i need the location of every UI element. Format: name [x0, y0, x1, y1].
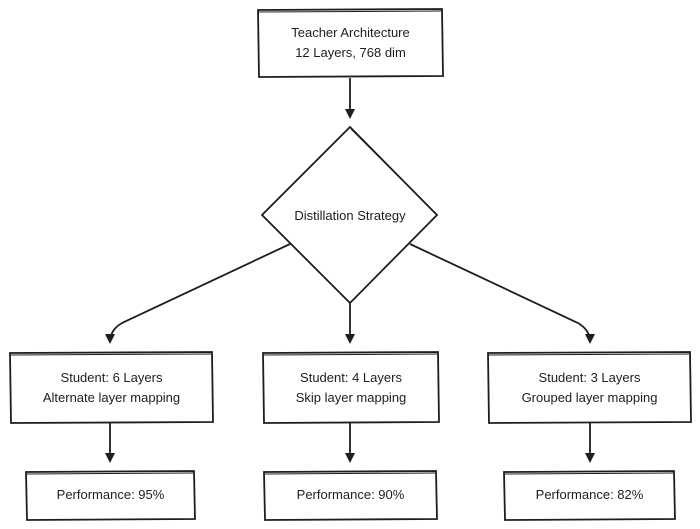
student-4-mapping: Skip layer mapping: [295, 390, 407, 405]
arrow-strategy-to-student-3: [409, 243, 595, 344]
student-3-mapping: Grouped layer mapping: [521, 390, 658, 405]
student-6-title: Student: 6 Layers: [60, 370, 163, 385]
strategy-label: Distillation Strategy: [294, 208, 406, 223]
performance-box-95: [25, 470, 196, 521]
performance-82-label: Performance: 82%: [535, 487, 644, 502]
student-box-3-layers: [487, 351, 692, 424]
student-3-title: Student: 3 Layers: [538, 370, 641, 385]
teacher-label: Teacher Architecture 12 Layers, 768 dim: [258, 23, 443, 63]
student-6-label: Student: 6 Layers Alternate layer mappin…: [10, 368, 213, 408]
performance-95-label: Performance: 95%: [56, 487, 165, 502]
teacher-title: Teacher Architecture: [291, 25, 410, 40]
student-4-label: Student: 4 Layers Skip layer mapping: [263, 368, 439, 408]
arrow-strategy-to-student-6: [105, 243, 291, 344]
performance-box-90: [263, 470, 438, 521]
performance-90-label: Performance: 90%: [296, 487, 405, 502]
teacher-dims: 12 Layers, 768 dim: [295, 45, 406, 60]
student-6-mapping: Alternate layer mapping: [42, 390, 181, 405]
student-box-4-layers: [262, 351, 440, 424]
student-4-title: Student: 4 Layers: [300, 370, 402, 385]
teacher-box: [257, 8, 444, 78]
performance-box-82: [503, 470, 676, 521]
student-box-6-layers: [9, 351, 214, 424]
student-3-label: Student: 3 Layers Grouped layer mapping: [488, 368, 691, 408]
